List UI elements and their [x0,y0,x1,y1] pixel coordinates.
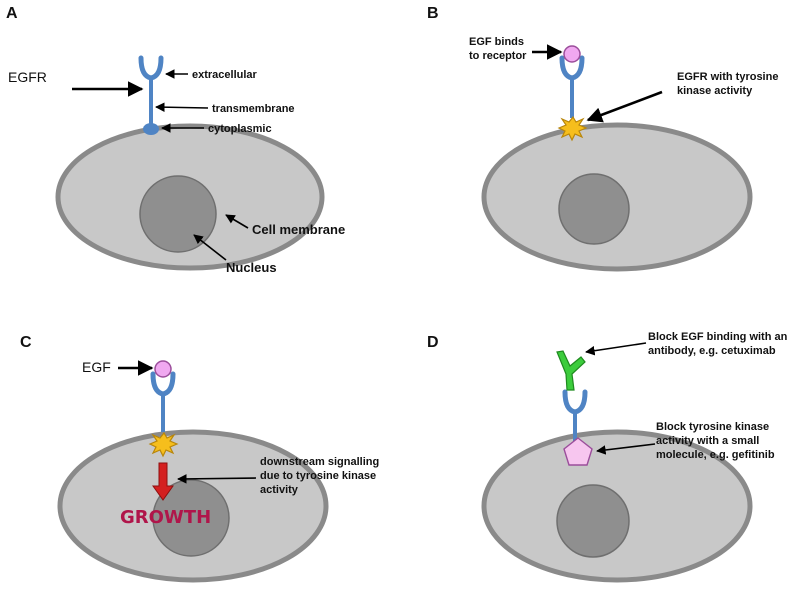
panel-a: A EGFR extracellular transmembrane cytop… [6,5,345,275]
panel-d: D Block EGF binding with an antibody, e.… [427,331,788,583]
block-tk-line2: activity with a small [656,435,759,447]
nucleus [556,484,630,558]
nucleus [152,479,230,557]
block-egf-arrow [585,342,647,356]
transmembrane-arrow [155,102,209,112]
nucleus-label: Nucleus [226,260,277,275]
egf-binds-line1: EGF binds [469,36,524,48]
nucleus [139,175,217,253]
cell-membrane-label: Cell membrane [252,222,345,237]
egfr-tk-line1: EGFR with tyrosine [677,71,778,83]
signal-line3: activity [260,484,299,496]
egfr-label: EGFR [8,69,47,85]
egfr-receptor-cytoplasmic [143,123,159,135]
egfr-receptor-extracellular [138,55,164,81]
growth-label: GROWTH [120,507,211,528]
egfr-tk-arrow [586,90,663,123]
panel-c-letter: C [20,334,32,351]
block-tk-line3: molecule, e.g. gefitinib [656,449,775,461]
nucleus-arrow [193,234,227,261]
egfr-tk-line2: kinase activity [677,85,753,97]
tyrosine-kinase-star [557,115,588,142]
egf-label: EGF [82,359,111,375]
cell-membrane-arrow [225,214,249,229]
signalling-pointer-arrow [177,474,257,484]
small-molecule-icon [563,437,593,466]
block-tk-line1: Block tyrosine kinase [656,421,769,433]
panel-b: B EGF binds to receptor EGFR with tyrosi… [427,5,778,272]
egf-binds-line2: to receptor [469,50,527,62]
downstream-signal-arrow [152,462,174,501]
panel-a-letter: A [6,5,18,22]
egf-ligand [563,45,581,63]
antibody-icon [556,350,586,391]
cytoplasmic-label: cytoplasmic [208,123,272,135]
transmembrane-label: transmembrane [212,103,295,115]
extracellular-label: extracellular [192,69,258,81]
nucleus [558,173,630,245]
egf-ligand [154,360,172,378]
panel-d-letter: D [427,334,439,351]
block-egf-line2: antibody, e.g. cetuximab [648,345,776,357]
block-tk-arrow [596,443,656,455]
panel-b-letter: B [427,5,439,22]
signal-line1: downstream signalling [260,456,379,468]
tyrosine-kinase-star [148,431,179,458]
signal-line2: due to tyrosine kinase [260,470,376,482]
block-egf-line1: Block EGF binding with an [648,331,788,343]
egfr-receptor-extracellular [562,389,588,415]
panel-c: C EGF GROWTH downstream signalling due t… [20,334,379,583]
